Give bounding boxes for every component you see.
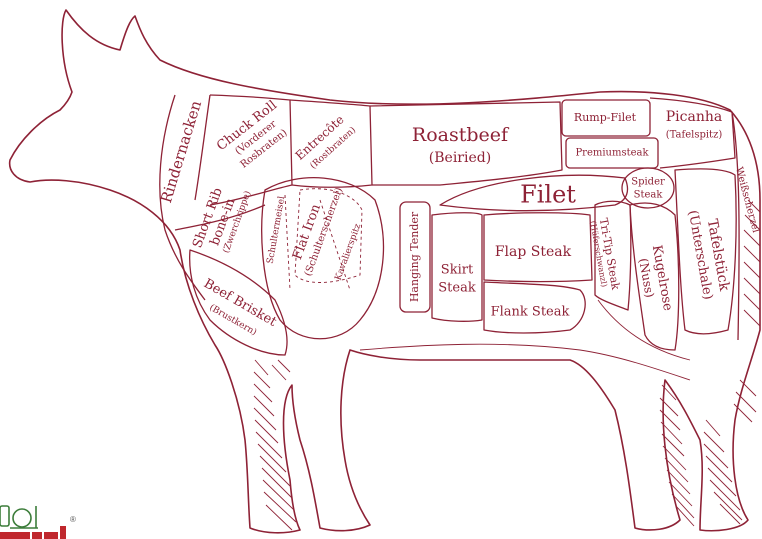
label-picanha-sub: (Tafelspitz) (666, 130, 723, 141)
label-premiumsteak: Premiumsteak (575, 148, 649, 159)
label-spider-steak-1: Spider (631, 177, 665, 188)
label-flap-steak: Flap Steak (495, 244, 572, 260)
label-weisscherzel: Weißscherzel (733, 166, 761, 234)
label-schultermeisel: Schultermeisel (266, 195, 288, 264)
back-leg-hatching (660, 380, 756, 526)
brand-logo: ® (0, 506, 76, 539)
label-skirt-steak-1: Skirt (441, 263, 474, 278)
front-leg-hatching (254, 360, 296, 530)
label-skirt-steak-2: Steak (438, 281, 476, 296)
label-rindernacken: Rindernacken (157, 98, 205, 205)
label-roastbeef-sub: (Beiried) (429, 150, 491, 166)
label-hanging-tender: Hanging Tender (408, 211, 421, 302)
label-picanha: Picanha (666, 109, 722, 125)
label-filet: Filet (520, 181, 576, 209)
label-rump-filet: Rump-Filet (574, 111, 637, 124)
registered-mark: ® (70, 515, 76, 524)
label-roastbeef: Roastbeef (412, 124, 510, 146)
label-kavalierspitz: Kavalierspitz (334, 222, 364, 282)
label-spider-steak-2: Steak (634, 190, 664, 201)
label-flank-steak: Flank Steak (491, 305, 570, 320)
